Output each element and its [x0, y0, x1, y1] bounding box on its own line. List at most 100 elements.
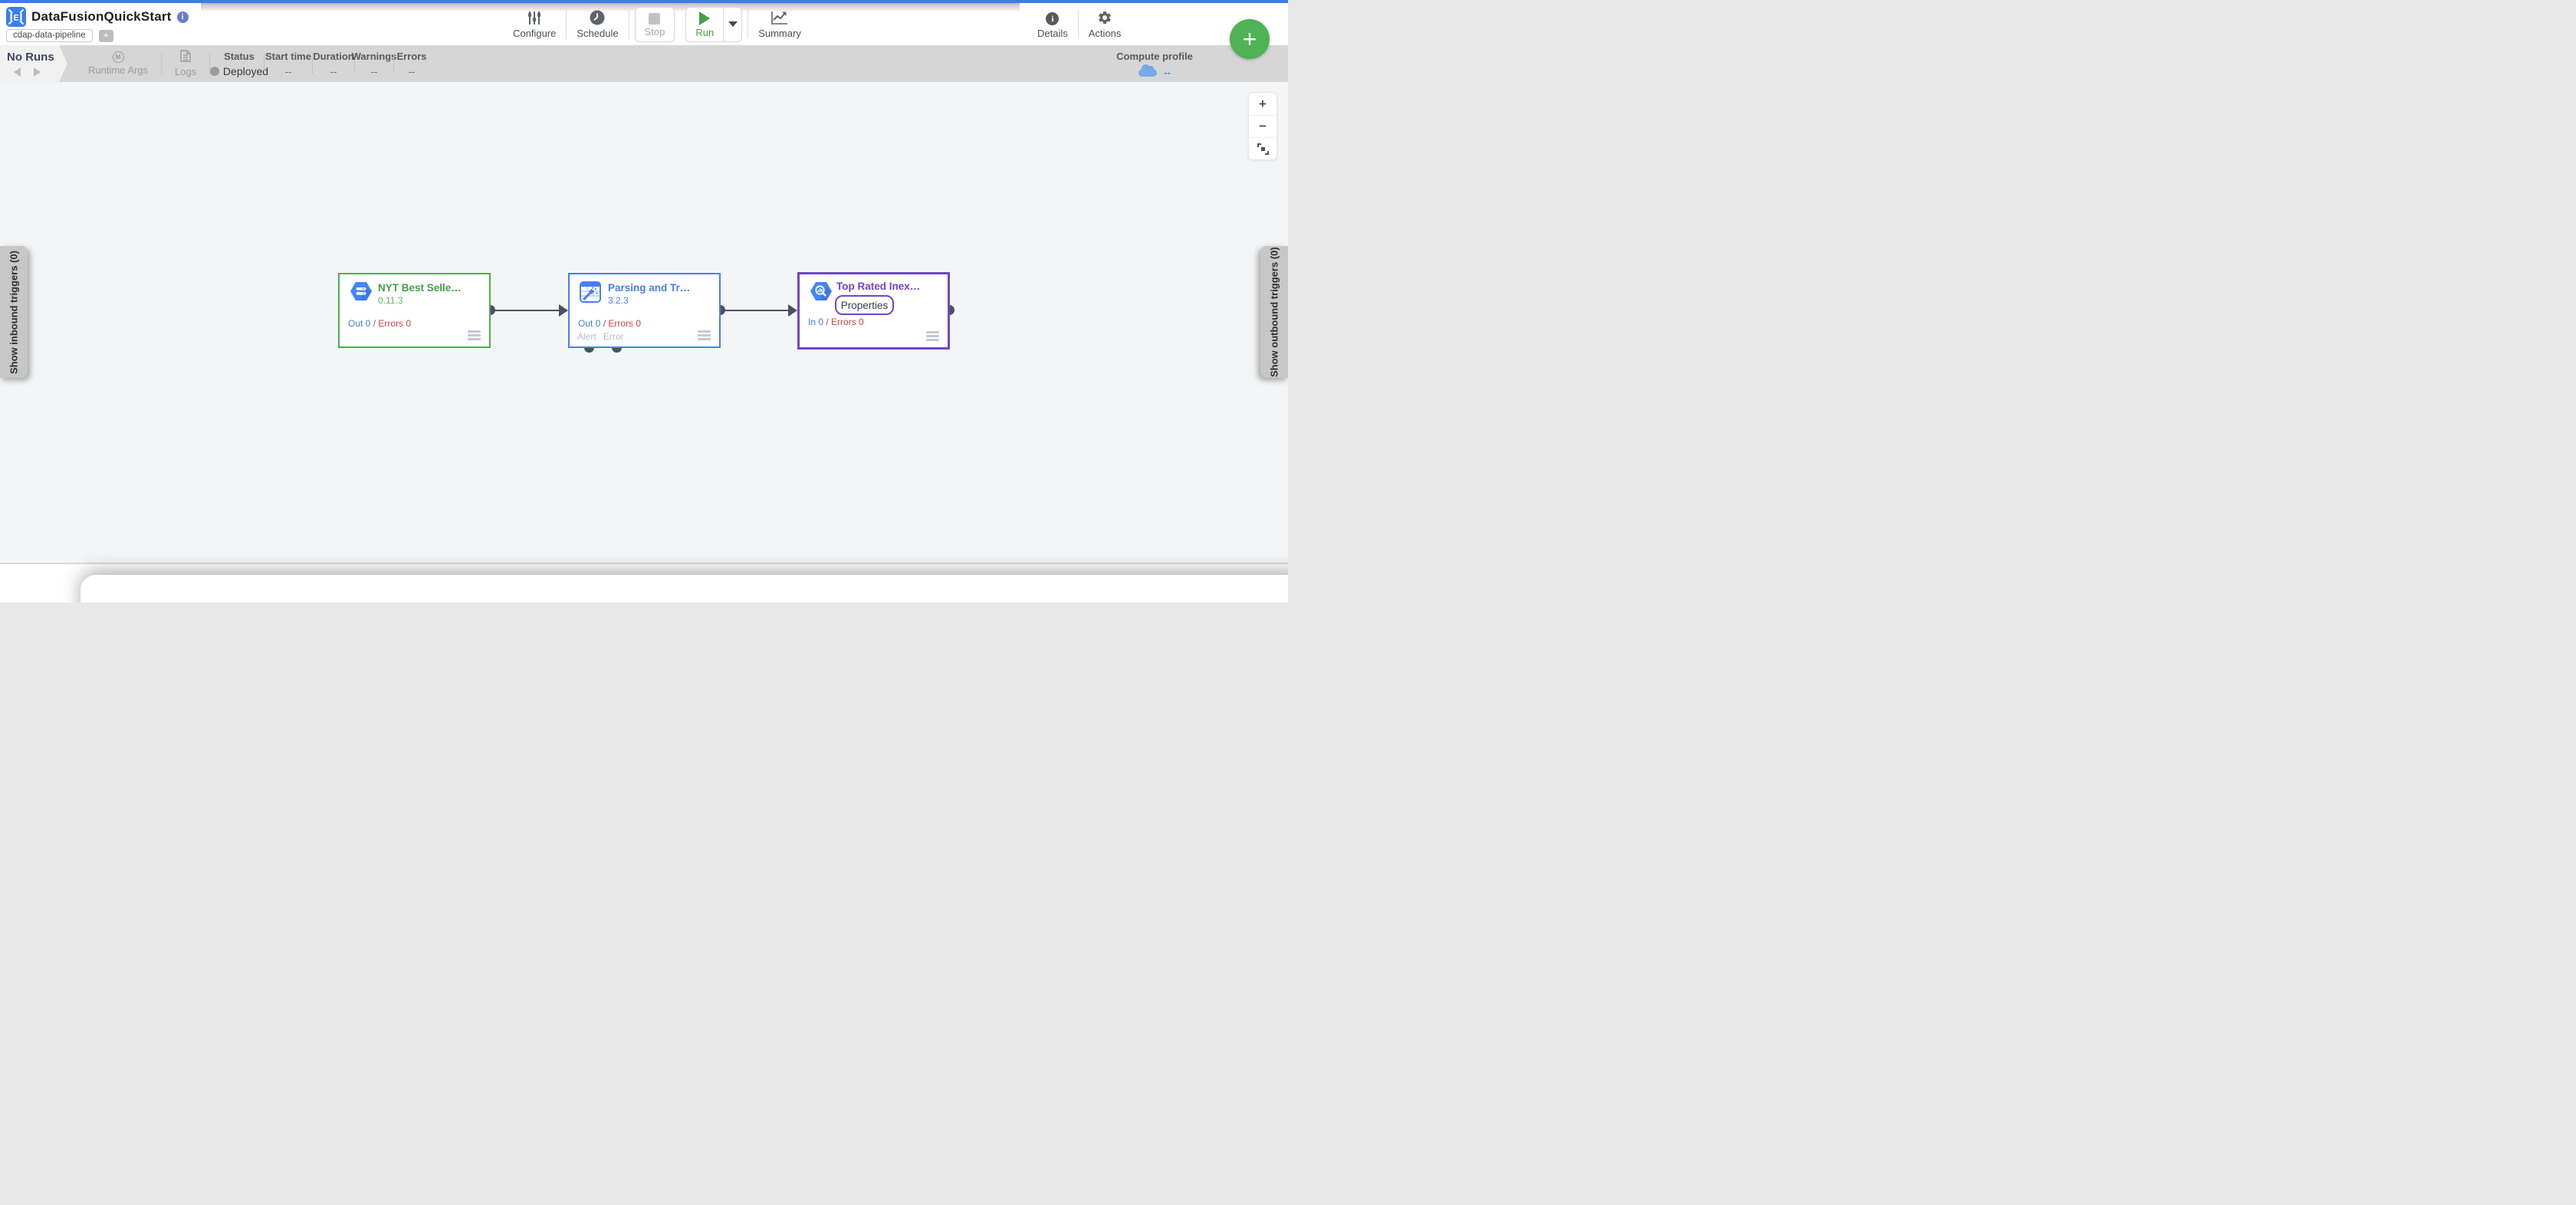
bottom-panel-shadow	[80, 575, 1288, 602]
node-title: Parsing and Tr…	[608, 282, 691, 294]
warnings-header: Warnings	[351, 51, 397, 62]
pipeline-canvas[interactable]: + − Show inbound triggers (0) Show outbo…	[0, 82, 1288, 564]
stats-divider	[312, 54, 313, 74]
out-metric[interactable]: Out 0	[348, 318, 371, 329]
runs-count-label: No Runs	[7, 51, 54, 64]
info-circle-icon: i	[1046, 12, 1060, 25]
errors-metric[interactable]: Errors 0	[378, 318, 412, 329]
node-title: NYT Best Selle…	[378, 282, 462, 294]
node-menu-icon[interactable]	[926, 331, 939, 343]
pipeline-toolbar: Configure Schedule Stop	[503, 3, 811, 45]
zoom-out-button[interactable]: −	[1249, 115, 1276, 137]
node-title: Top Rated Inex…	[836, 281, 921, 292]
node-menu-icon[interactable]	[698, 330, 711, 342]
warnings-column: Warnings --	[352, 45, 397, 82]
error-port-label: Error	[603, 331, 624, 342]
stop-icon	[649, 12, 661, 25]
add-node-fab[interactable]: +	[1230, 19, 1270, 59]
connection-node2-node3[interactable]	[724, 310, 789, 311]
duration-column: Duration --	[313, 45, 354, 82]
fit-to-screen-button[interactable]	[1249, 137, 1276, 159]
alert-port-label: Alert	[577, 331, 596, 342]
runtime-args-label: Runtime Args	[88, 64, 149, 76]
info-icon[interactable]: i	[176, 11, 189, 23]
summary-label: Summary	[758, 28, 801, 39]
node-version: 3.2.3	[608, 295, 629, 306]
compute-profile-header: Compute profile	[1116, 51, 1193, 62]
runtime-args-button[interactable]: M Runtime Args	[75, 45, 161, 82]
node-version: 0.11.3	[378, 295, 403, 306]
configure-label: Configure	[513, 28, 557, 39]
start-time-column: Start time --	[264, 45, 312, 82]
status-value: Deployed	[222, 65, 269, 77]
logs-button[interactable]: Logs	[162, 45, 209, 82]
bottom-strip	[0, 566, 1288, 602]
run-stats: Status Deployed Start time -- Duration -…	[209, 45, 429, 82]
properties-button[interactable]: Properties	[835, 295, 894, 315]
inbound-triggers-tab[interactable]: Show inbound triggers (0)	[0, 246, 28, 378]
bigquery-hexagon-icon	[810, 282, 832, 300]
status-dot	[209, 67, 219, 76]
in-metric[interactable]: In 0	[808, 317, 824, 327]
cdap-logo: E	[6, 7, 26, 27]
runs-navigator: No Runs	[0, 45, 67, 82]
gear-icon	[1097, 9, 1112, 25]
pipeline-type-tag: cdap-data-pipeline	[6, 29, 93, 42]
duration-value: --	[330, 66, 337, 77]
node-source[interactable]: NYT Best Selle… 0.11.3 Out 0 / Errors 0	[338, 273, 491, 348]
run-label: Run	[695, 27, 715, 38]
stop-label: Stop	[644, 25, 665, 38]
run-options-dropdown[interactable]	[723, 7, 741, 41]
arrowhead-icon	[559, 304, 568, 317]
add-tag-button[interactable]: +	[98, 29, 113, 42]
summary-button[interactable]: Summary	[748, 3, 811, 45]
pipeline-title: DataFusionQuickStart	[31, 9, 172, 24]
cloud-icon	[1138, 64, 1158, 77]
errors-header: Errors	[396, 51, 427, 62]
metric-separator: /	[603, 318, 606, 329]
errors-metric[interactable]: Errors 0	[608, 318, 642, 329]
schedule-button[interactable]: Schedule	[567, 3, 628, 45]
svg-text:E: E	[13, 14, 18, 23]
errors-value: --	[408, 66, 416, 77]
caret-down-icon	[728, 21, 738, 27]
node-sink[interactable]: Top Rated Inex… Properties In 0 / Errors…	[797, 272, 950, 350]
pipeline-identity: E DataFusionQuickStart i cdap-data-pipel…	[6, 3, 201, 45]
configure-button[interactable]: Configure	[503, 3, 566, 45]
chart-icon	[771, 9, 788, 25]
header-right-toolbar: i Details Actions	[1020, 3, 1139, 45]
start-time-header: Start time	[265, 51, 311, 62]
next-run-arrow[interactable]	[34, 67, 41, 77]
node-menu-icon[interactable]	[468, 330, 481, 342]
stop-button[interactable]: Stop	[634, 6, 675, 42]
stats-divider	[393, 54, 394, 74]
out-metric[interactable]: Out 0	[578, 318, 601, 329]
details-label: Details	[1037, 28, 1068, 39]
metric-separator: /	[826, 317, 829, 327]
metric-separator: /	[373, 318, 376, 329]
pipeline-studio-page: E DataFusionQuickStart i cdap-data-pipel…	[0, 0, 1288, 602]
warnings-value: --	[370, 66, 378, 77]
run-status-bar: No Runs M Runtime Args Logs	[0, 45, 1288, 82]
pipeline-header: E DataFusionQuickStart i cdap-data-pipel…	[0, 3, 1288, 59]
arrowhead-icon	[788, 304, 797, 317]
connection-node1-node2[interactable]	[495, 310, 560, 311]
statusbar-divider	[209, 52, 211, 75]
errors-metric[interactable]: Errors 0	[831, 317, 864, 327]
logs-label: Logs	[175, 66, 197, 77]
zoom-in-button[interactable]: +	[1249, 93, 1276, 115]
run-button[interactable]: Run	[686, 8, 723, 41]
node-transform[interactable]: Parsing and Tr… 3.2.3 Out 0 / Errors 0 A…	[568, 273, 721, 348]
status-header: Status	[224, 51, 255, 62]
sliders-icon	[527, 9, 542, 25]
outbound-triggers-tab[interactable]: Show outbound triggers (0)	[1260, 246, 1288, 378]
duration-header: Duration	[313, 51, 354, 62]
details-button[interactable]: i Details	[1027, 3, 1078, 45]
run-level-actions: M Runtime Args Logs	[75, 45, 211, 82]
stats-divider	[354, 54, 355, 74]
macro-icon: M	[112, 51, 124, 63]
actions-button[interactable]: Actions	[1079, 3, 1132, 45]
clock-icon	[590, 9, 605, 25]
previous-run-arrow[interactable]	[14, 67, 21, 77]
compute-profile-value: --	[1164, 67, 1171, 78]
